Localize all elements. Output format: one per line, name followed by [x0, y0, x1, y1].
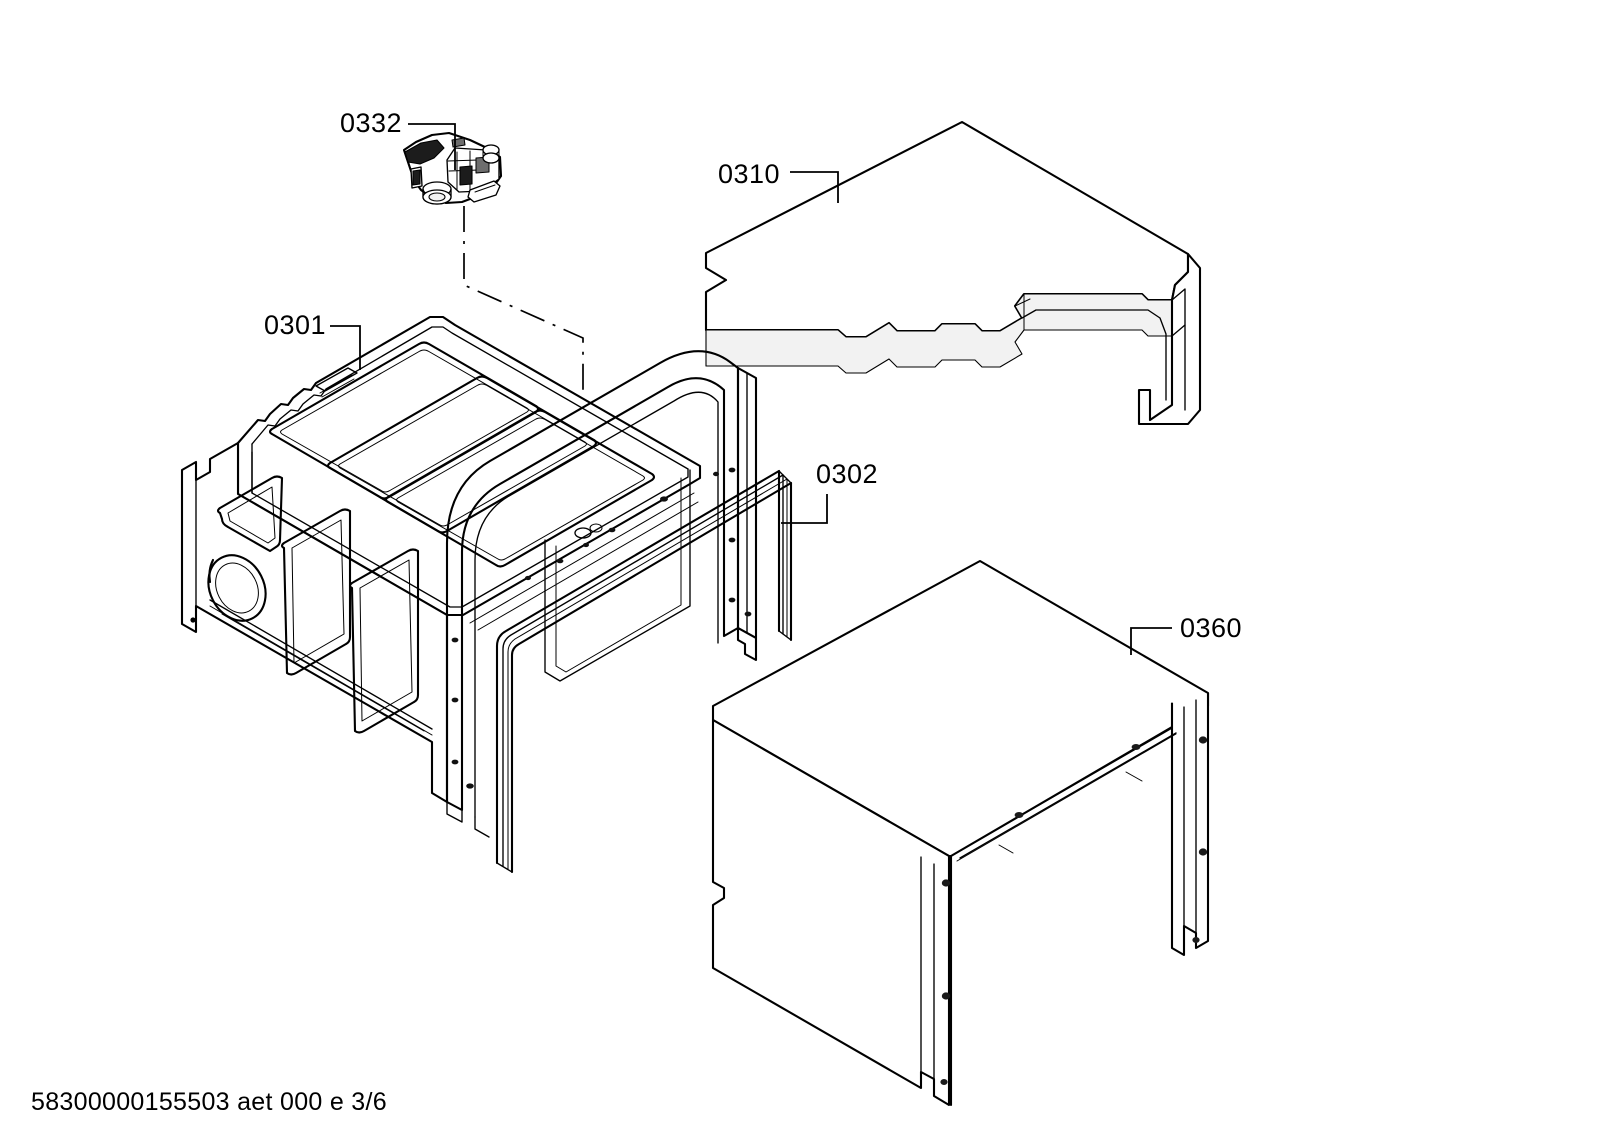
casing-screw-holes-left: [940, 879, 951, 1085]
drawing-footer-id: 58300000155503 aet 000 e 3/6: [31, 1088, 387, 1116]
leader-0360: [1130, 627, 1172, 655]
part-0302-door-seal: [495, 469, 793, 874]
part-0332-door-lock-bracket: [402, 131, 503, 205]
part-0301-oven-cavity: [180, 315, 758, 838]
part-0310-top-insulation-panel: [704, 120, 1202, 426]
part-label-0302: 0302: [816, 459, 878, 489]
part-label-0360: 0360: [1180, 613, 1242, 643]
part-label-0332: 0332: [340, 108, 402, 138]
part-label-0310: 0310: [718, 159, 780, 189]
leader-0332: [408, 123, 456, 170]
cavity-screw-holes: [451, 467, 752, 789]
part-label-0301: 0301: [264, 310, 326, 340]
leader-0302: [781, 494, 828, 524]
leader-0301: [330, 325, 361, 370]
top-rim-fixing-points: [525, 496, 668, 581]
part-0360-outer-casing: [711, 559, 1210, 1107]
casing-screw-holes-top: [1014, 744, 1141, 818]
leader-0310: [790, 171, 839, 203]
casing-screw-holes-right: [1192, 736, 1208, 943]
